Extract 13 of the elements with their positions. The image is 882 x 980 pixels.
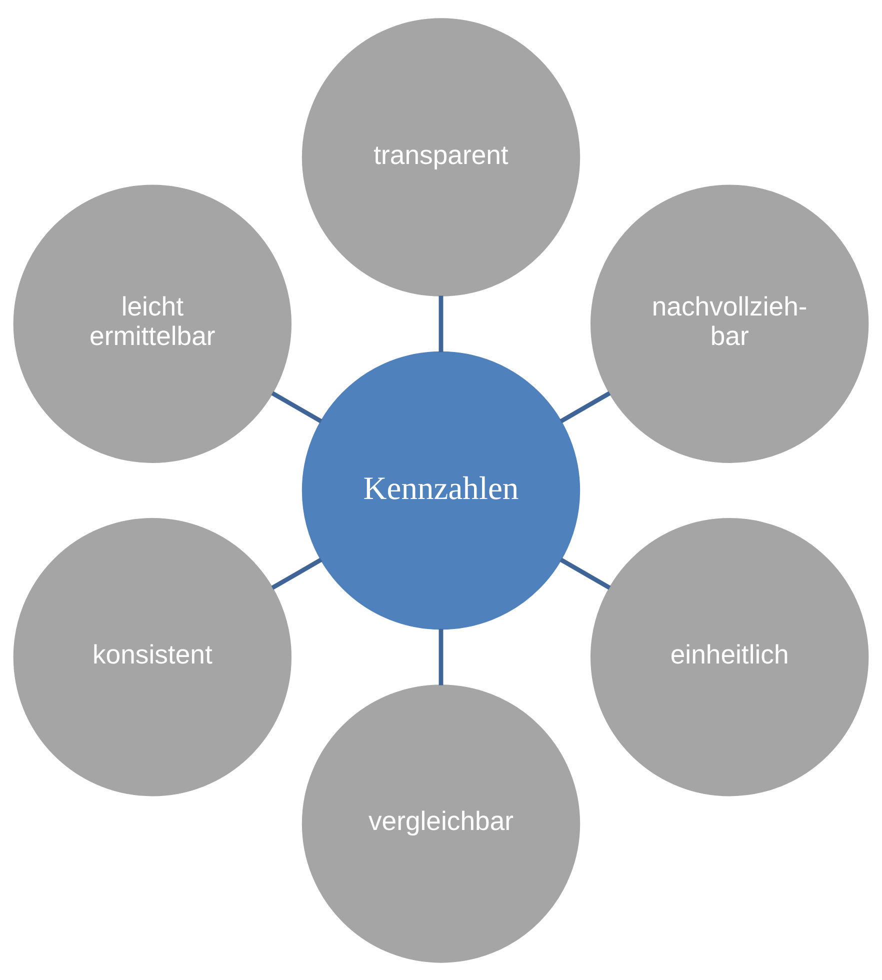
connector: [560, 557, 611, 590]
node-circle: konsistent: [13, 518, 292, 796]
node-circle: nachvollzieh- bar: [590, 184, 869, 462]
node-circle: Kennzahlen: [302, 350, 580, 630]
node-circle: transparent: [302, 18, 580, 296]
connector: [438, 628, 444, 685]
connector: [271, 390, 322, 423]
node-circle: leicht ermittelbar: [13, 184, 292, 462]
connector: [271, 557, 322, 590]
connector: [560, 390, 611, 423]
connector: [438, 295, 444, 352]
node-circle: einheitlich: [590, 518, 869, 796]
node-circle: vergleichbar: [302, 684, 580, 962]
